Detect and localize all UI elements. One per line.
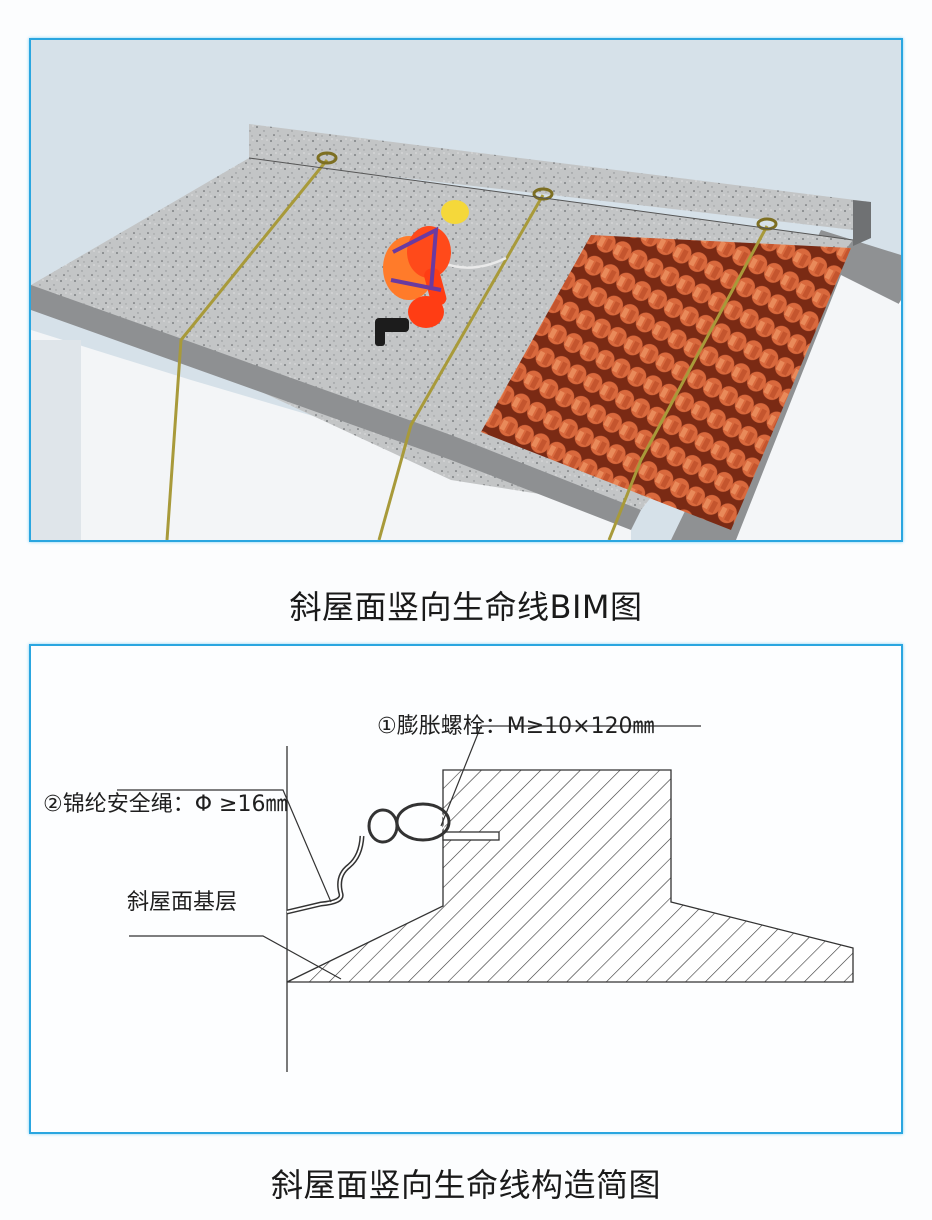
rope-leader-line — [117, 789, 332, 903]
roof-section-hatch — [286, 769, 854, 983]
bolt-leader-line — [440, 725, 701, 827]
safety-rope — [286, 835, 365, 915]
figure-caption-bim: 斜屋面竖向生命线BIM图 — [289, 588, 643, 626]
expansion-bolt — [442, 831, 500, 841]
lifeline-ropes — [165, 159, 769, 540]
carabiner-ring — [367, 808, 399, 844]
base-leader-line — [129, 935, 342, 980]
label-expansion-bolt: ①膨胀螺栓：M≥10×120㎜ — [377, 714, 655, 739]
label-nylon-rope: ②锦纶安全绳：Φ ≥16㎜ — [43, 792, 288, 817]
figure-caption-drawing: 斜屋面竖向生命线构造简图 — [270, 1166, 661, 1204]
construction-section-drawing — [117, 725, 854, 1072]
anchor-rings — [316, 151, 778, 231]
worker-figure — [375, 200, 507, 346]
bolt-eye-ring — [395, 802, 451, 842]
bim-roof-illustration — [31, 124, 901, 540]
bim-figure-panel — [29, 38, 903, 542]
construction-drawing-panel: ①膨胀螺栓：M≥10×120㎜ ②锦纶安全绳：Φ ≥16㎜ 斜屋面基层 — [29, 644, 903, 1134]
label-roof-base: 斜屋面基层 — [127, 890, 238, 915]
